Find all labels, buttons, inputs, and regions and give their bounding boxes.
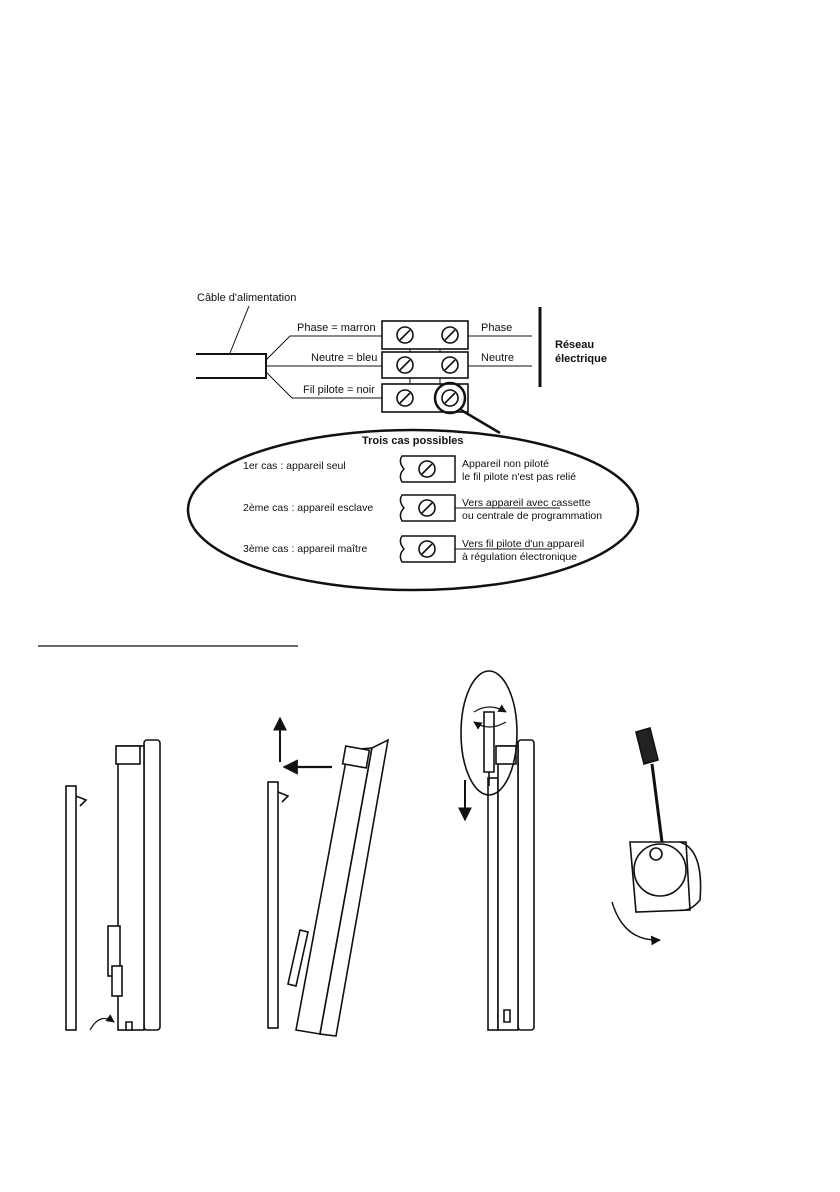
- network-label-neutral: Neutre: [481, 352, 514, 364]
- mounting-step-1: [65, 739, 161, 1031]
- case-1-desc-line1: Appareil non piloté: [462, 458, 549, 470]
- mounting-step-4: [611, 727, 702, 946]
- rotation-arrow-icon: [473, 704, 507, 713]
- power-cable: [196, 353, 267, 379]
- screw-terminal-icon: [441, 326, 459, 344]
- case-2-desc-line2: ou centrale de programmation: [462, 510, 602, 522]
- cable-pointer-line: [229, 305, 250, 354]
- network-label-line1: Réseau: [555, 339, 594, 351]
- screw-terminal-icon: [396, 389, 414, 407]
- screw-terminal-icon: [418, 460, 436, 478]
- heater-front-panel: [143, 739, 161, 1031]
- case-2-name: 2ème cas : appareil esclave: [243, 502, 373, 514]
- wall-bracket: [487, 777, 499, 1031]
- wire-label-pilot: Fil pilote = noir: [303, 384, 375, 396]
- wire-label-neutral: Neutre = bleu: [311, 352, 377, 364]
- terminal-block: [381, 320, 469, 415]
- wire-pilot: [265, 371, 382, 399]
- network-label-line2: électrique: [555, 353, 607, 365]
- wall-bracket: [65, 785, 77, 1031]
- cases-title: Trois cas possibles: [362, 435, 464, 447]
- wall-bracket: [267, 781, 279, 1029]
- cable-label: Câble d'alimentation: [197, 292, 296, 304]
- rotation-arrow-icon: [473, 721, 507, 730]
- screwdriver-icon: [483, 711, 495, 773]
- screw-terminal-icon: [418, 499, 436, 517]
- screw-terminal-icon: [441, 389, 459, 407]
- detail-circle: [460, 670, 518, 796]
- pilot-terminal-highlight: [433, 381, 467, 415]
- screw-terminal-icon: [418, 540, 436, 558]
- wiring-diagram: Câble d'alimentation Phase = marron Neut…: [196, 292, 607, 435]
- screwdriver-icon: [635, 727, 659, 765]
- network-label-phase: Phase: [481, 322, 512, 334]
- screw-terminal-icon: [441, 356, 459, 374]
- wire-phase: [265, 335, 382, 361]
- case-3-name: 3ème cas : appareil maître: [243, 543, 367, 555]
- arrow-icon: [89, 1014, 115, 1031]
- screw-terminal-icon: [396, 356, 414, 374]
- case-2-desc-line1: Vers appareil avec cassette: [462, 497, 591, 509]
- rotation-arrow-icon: [611, 901, 661, 946]
- case-1-name: 1er cas : appareil seul: [243, 460, 346, 472]
- case-1-desc-line2: le fil pilote n'est pas relié: [462, 471, 576, 483]
- case-3-desc-line1: Vers fil pilote d'un appareil: [462, 538, 584, 550]
- wire-label-phase: Phase = marron: [297, 322, 376, 334]
- heater-front-panel: [517, 739, 535, 1031]
- screw-terminal-icon: [396, 326, 414, 344]
- mounting-step-2: [267, 716, 390, 1037]
- cases-callout: Trois cas possibles 1er cas : appareil s…: [186, 428, 640, 592]
- callout-line: [460, 408, 501, 435]
- heater-front-panel: [319, 738, 390, 1037]
- mounting-step-3: [458, 670, 535, 1031]
- heater-connection-box: [287, 929, 309, 987]
- case-3-desc-line2: à régulation électronique: [462, 551, 577, 563]
